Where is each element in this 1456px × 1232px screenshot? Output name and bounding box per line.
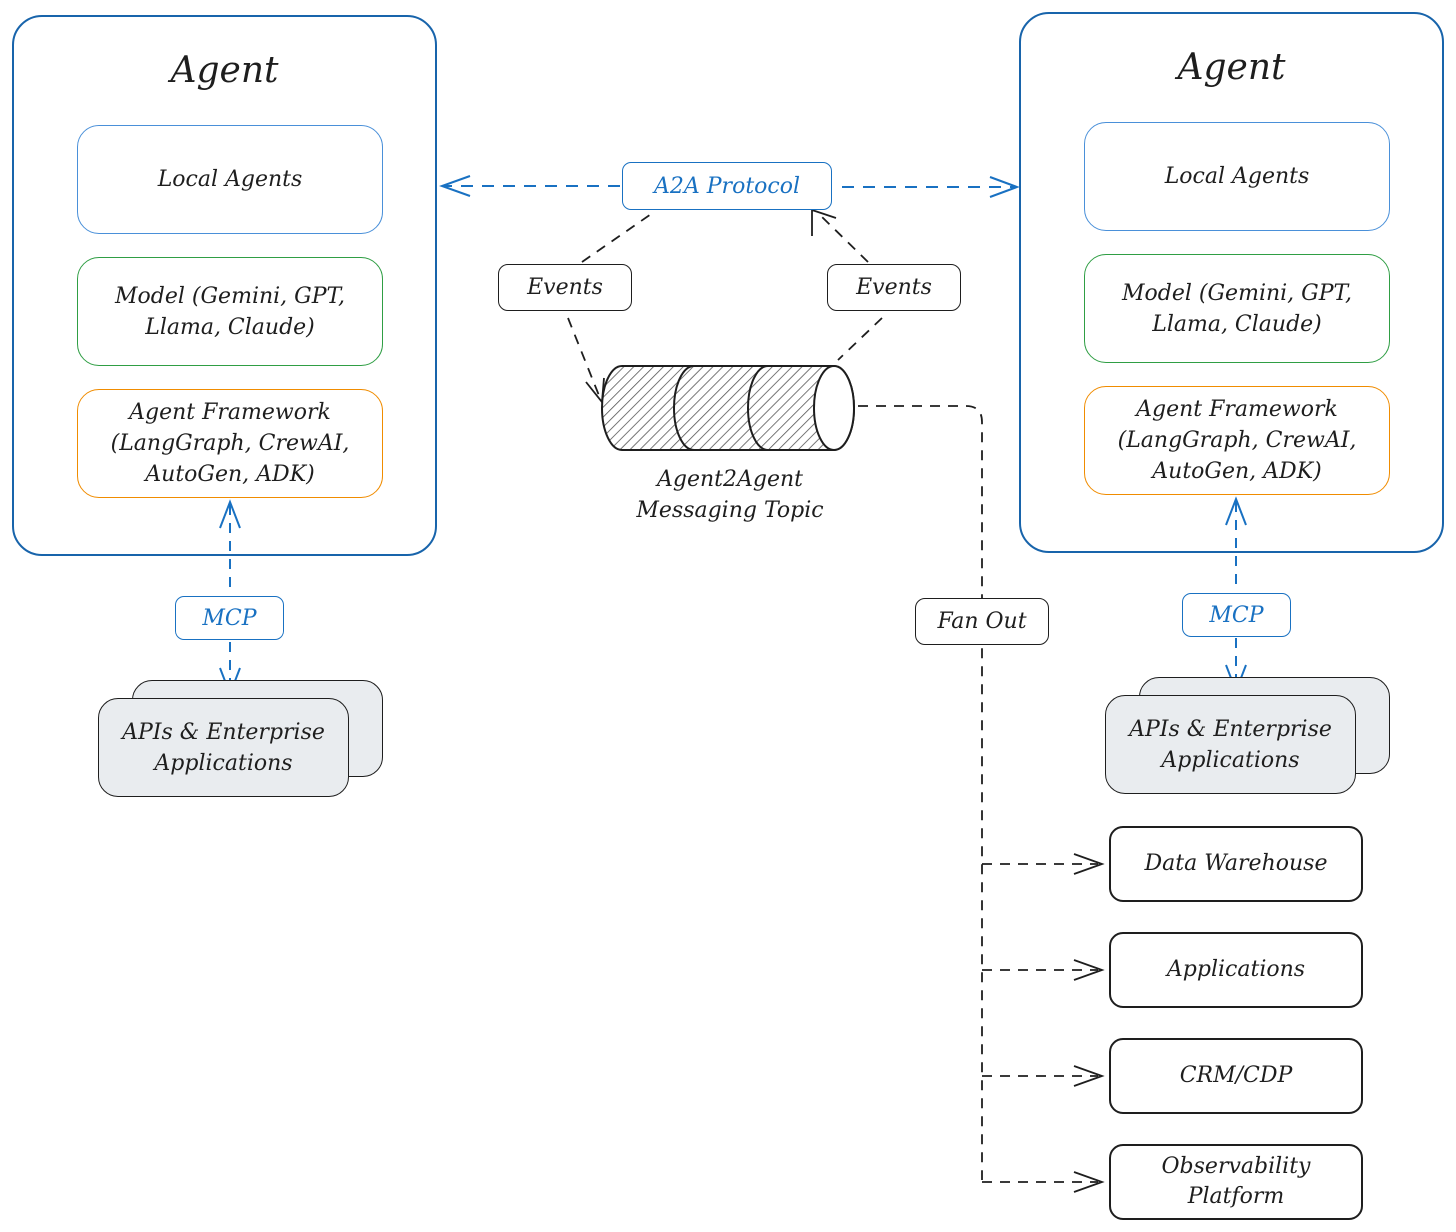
mcp-right-up-arrowhead [1225, 496, 1247, 526]
fan-out-text: Fan Out [937, 609, 1027, 634]
fan-out-arrowhead-2 [1073, 959, 1105, 981]
messaging-topic-label-line2: Messaging Topic [636, 498, 824, 523]
left-mcp-label[interactable]: MCP [175, 596, 284, 640]
messaging-topic-label: Agent2Agent Messaging Topic [590, 464, 870, 528]
left-framework-label-line2: (LangGraph, CrewAI, [110, 431, 350, 456]
fan-out-arrowhead-4 [1073, 1171, 1105, 1193]
events-right-upper-line [819, 214, 869, 263]
events-left-text: Events [527, 275, 603, 300]
right-apis-label-line1: APIs & Enterprise [1129, 716, 1332, 742]
observability-platform-label-line2: Platform [1187, 1184, 1285, 1209]
right-local-agents-label: Local Agents [1164, 164, 1310, 189]
applications-box[interactable]: Applications [1109, 932, 1363, 1008]
left-local-agents-box[interactable]: Local Agents [77, 125, 383, 234]
right-framework-box[interactable]: Agent Framework (LangGraph, CrewAI, Auto… [1084, 386, 1390, 495]
left-agent-container [12, 15, 437, 556]
fan-out-arrowhead-1 [1073, 853, 1105, 875]
fan-out-label[interactable]: Fan Out [915, 598, 1049, 645]
left-framework-label-line1: Agent Framework [129, 400, 331, 425]
messaging-topic-label-line1: Agent2Agent [657, 467, 803, 492]
left-mcp-text: MCP [202, 605, 257, 631]
observability-platform-box[interactable]: Observability Platform [1109, 1144, 1363, 1220]
right-apis-box[interactable]: APIs & Enterprise Applications [1105, 695, 1356, 794]
right-model-box[interactable]: Model (Gemini, GPT, Llama, Claude) [1084, 254, 1390, 363]
observability-platform-label-line1: Observability [1161, 1154, 1311, 1179]
right-agent-title: Agent [1177, 47, 1286, 88]
a2a-left-arrowhead [439, 175, 471, 197]
messaging-topic-cylinder [601, 365, 855, 451]
left-model-label-line2: Llama, Claude) [145, 314, 315, 340]
events-left-lower-line [567, 317, 601, 399]
mcp-left-up-arrowhead [219, 499, 241, 529]
a2a-right-arrowhead [989, 176, 1020, 198]
a2a-protocol-label[interactable]: A2A Protocol [622, 162, 832, 210]
left-model-box[interactable]: Model (Gemini, GPT, Llama, Claude) [77, 257, 383, 366]
left-framework-box[interactable]: Agent Framework (LangGraph, CrewAI, Auto… [77, 389, 383, 498]
fan-out-arrowhead-3 [1073, 1065, 1105, 1087]
data-warehouse-box[interactable]: Data Warehouse [1109, 826, 1363, 902]
right-model-label-line1: Model (Gemini, GPT, [1122, 280, 1352, 306]
applications-label: Applications [1166, 957, 1306, 982]
left-model-label-line1: Model (Gemini, GPT, [115, 283, 345, 309]
left-agent-title: Agent [170, 50, 279, 91]
data-warehouse-label: Data Warehouse [1144, 851, 1328, 876]
events-left-arrowhead [585, 377, 605, 405]
events-right-label[interactable]: Events [827, 264, 961, 311]
right-framework-label-line2: (LangGraph, CrewAI, [1117, 428, 1357, 453]
right-local-agents-box[interactable]: Local Agents [1084, 122, 1390, 231]
left-apis-label-line1: APIs & Enterprise [122, 719, 325, 745]
events-right-arrowhead [811, 208, 837, 236]
events-right-lower-line [837, 317, 883, 361]
crm-cdp-label: CRM/CDP [1179, 1063, 1293, 1088]
right-agent-container [1019, 12, 1444, 553]
fan-out-trunk [858, 405, 983, 1180]
right-framework-label-line1: Agent Framework [1136, 397, 1338, 422]
crm-cdp-box[interactable]: CRM/CDP [1109, 1038, 1363, 1114]
right-mcp-label[interactable]: MCP [1182, 593, 1291, 637]
events-right-text: Events [856, 275, 932, 300]
events-left-label[interactable]: Events [498, 264, 632, 311]
right-apis-label-line2: Applications [1161, 747, 1300, 773]
events-left-upper-line [581, 211, 655, 263]
left-apis-label-line2: Applications [154, 750, 293, 776]
a2a-protocol-text: A2A Protocol [653, 173, 801, 199]
left-local-agents-label: Local Agents [157, 167, 303, 192]
right-mcp-text: MCP [1209, 602, 1264, 628]
right-model-label-line2: Llama, Claude) [1152, 311, 1322, 337]
left-apis-box[interactable]: APIs & Enterprise Applications [98, 698, 349, 797]
left-framework-label-line3: AutoGen, ADK) [145, 462, 315, 487]
right-framework-label-line3: AutoGen, ADK) [1152, 459, 1322, 484]
